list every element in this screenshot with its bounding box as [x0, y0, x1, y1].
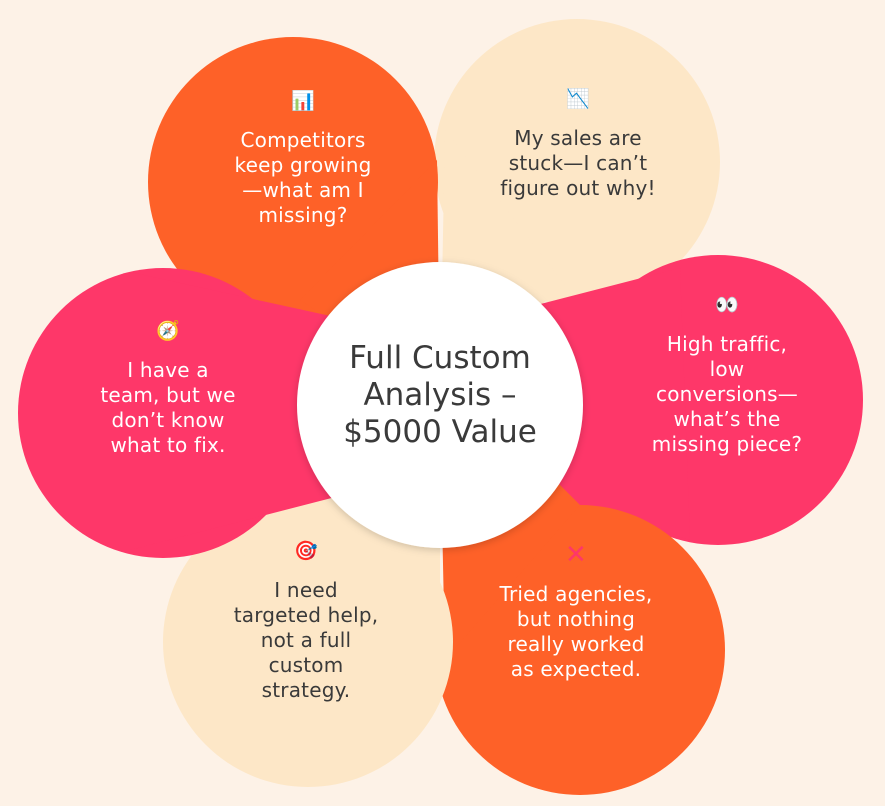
petal-top-left-text: Competitors keep growing —what am I miss…	[234, 128, 372, 227]
bar-chart-icon: 📊	[291, 90, 315, 112]
petal-top-left: 📊 Competitors keep growing —what am I mi…	[208, 88, 398, 228]
petal-bottom-left: 🎯 I need targeted help, not a full custo…	[206, 538, 406, 703]
petal-left: 🧭 I have a team, but we don’t know what …	[78, 318, 258, 458]
petal-left-text: I have a team, but we don’t know what to…	[100, 358, 236, 457]
petal-top-right: 📉 My sales are stuck—I can’t figure out …	[478, 86, 678, 201]
chart-decreasing-icon: 📉	[566, 88, 590, 110]
petal-bottom-right-text: Tried agencies, but nothing really worke…	[499, 582, 653, 681]
center-circle	[297, 262, 583, 548]
compass-icon: 🧭	[156, 320, 180, 342]
petal-right-text: High traffic, low conversions— what’s th…	[651, 332, 803, 456]
center-title: Full Custom Analysis – $5000 Value	[343, 340, 537, 450]
cross-mark-icon: ✕	[565, 540, 587, 570]
petal-bottom-left-text: I need targeted help, not a full custom …	[233, 578, 379, 702]
eyes-icon: 👀	[715, 294, 739, 316]
target-icon: 🎯	[294, 540, 318, 562]
petal-top-right-text: My sales are stuck—I can’t figure out wh…	[500, 126, 656, 200]
petal-bottom-right: ✕ Tried agencies, but nothing really wor…	[476, 542, 676, 682]
petal-right: 👀 High traffic, low conversions— what’s …	[622, 292, 832, 457]
